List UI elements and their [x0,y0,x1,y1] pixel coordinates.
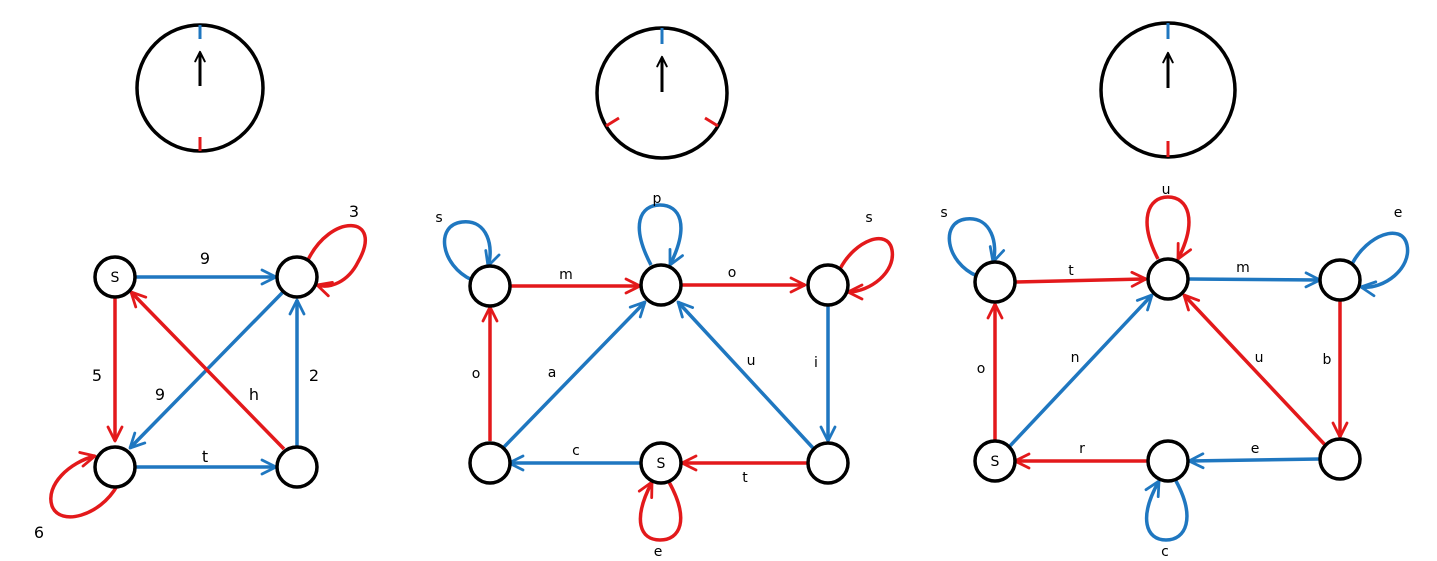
edge-label: e [1251,441,1260,457]
node-m1 [973,260,1017,304]
edge-s-to-m2 [1007,293,1154,449]
dial-circle [135,23,265,153]
node-c [275,445,319,489]
node-n1 [468,264,512,308]
edge-n2-self-loop [637,203,684,267]
edge-label: t [1068,263,1074,279]
edge-label: e [654,544,663,560]
panel-1-dial [135,23,265,153]
node-s [973,439,1017,483]
node-n6 [806,441,850,485]
edge-n3-self-loop [838,237,895,301]
edge-label: u [747,353,756,369]
edge-label: b [1323,352,1332,368]
node-n3 [806,263,850,307]
edge-n6-to-n2 [676,300,815,450]
edge-m2-self-loop [1145,195,1193,261]
edge-label: u [1162,182,1171,198]
node-m5 [1146,439,1190,483]
edge-m6-to-m5 [1187,452,1321,470]
edge-label: t [742,470,748,486]
edge-label: o [472,366,481,382]
node-n4 [468,441,512,485]
edge-label: 5 [92,366,102,385]
panel-3: S t m o n u b r e s u e c [940,21,1410,560]
edge-n1-self-loop [442,220,501,282]
node-m3 [1318,258,1362,302]
edge-label: u [1255,350,1264,366]
edge-label: c [1161,544,1169,560]
edge-label: c [572,443,580,459]
edge-m6-to-m2 [1182,293,1329,449]
node-s-label: S [991,454,1000,470]
edge-label: e [1394,205,1403,221]
edge-m2-to-m3 [1187,271,1322,289]
edge-label: 2 [309,366,319,385]
dial-circle [1099,21,1237,159]
edge-label: s [940,205,947,221]
panel-1: S 9 5 9 h t 2 3 6 [34,23,367,542]
edge-label: i [814,355,818,371]
node-s-label: S [111,270,120,286]
edge-label: m [1236,260,1250,276]
edge-label: s [865,210,872,226]
edge-label: h [249,385,259,404]
edge-m5-self-loop [1144,479,1189,542]
edge-m3-self-loop [1350,231,1410,298]
node-b [93,445,137,489]
edge-m1-to-m2 [1015,270,1148,288]
dial-tick-red-lower-left [605,116,620,128]
edge-label: n [1071,350,1080,366]
node-a [275,255,319,299]
edge-label: m [559,267,573,283]
panel-2-dial [595,26,729,160]
node-s-label: S [657,456,666,472]
edge-b-self-loop [49,451,119,519]
panel-2: S m o o a u i c t s p s e [435,26,895,560]
edge-s-self-loop [637,480,683,542]
edge-c-to-s [129,290,286,451]
edge-label: o [728,265,737,281]
edge-m1-self-loop [947,217,1006,278]
node-s [93,255,137,299]
dial-tick-red-lower-right [704,116,719,128]
edge-label: 9 [200,249,210,268]
edge-label: r [1079,441,1085,457]
node-s [639,441,683,485]
edge-label: 3 [349,202,359,221]
edge-label: 6 [34,523,44,542]
edge-label: o [977,361,986,377]
panel-3-dial [1099,21,1237,159]
edge-n4-to-n2 [502,300,647,449]
edge-label: t [202,447,208,466]
edge-label: a [548,365,557,381]
node-n2 [639,263,683,307]
edge-label: p [653,191,662,207]
dial-circle [595,26,729,160]
edge-label: 9 [155,385,165,404]
edge-label: s [435,210,442,226]
edge-a-self-loop [305,224,367,298]
node-m6 [1318,437,1362,481]
node-m2 [1146,257,1190,301]
